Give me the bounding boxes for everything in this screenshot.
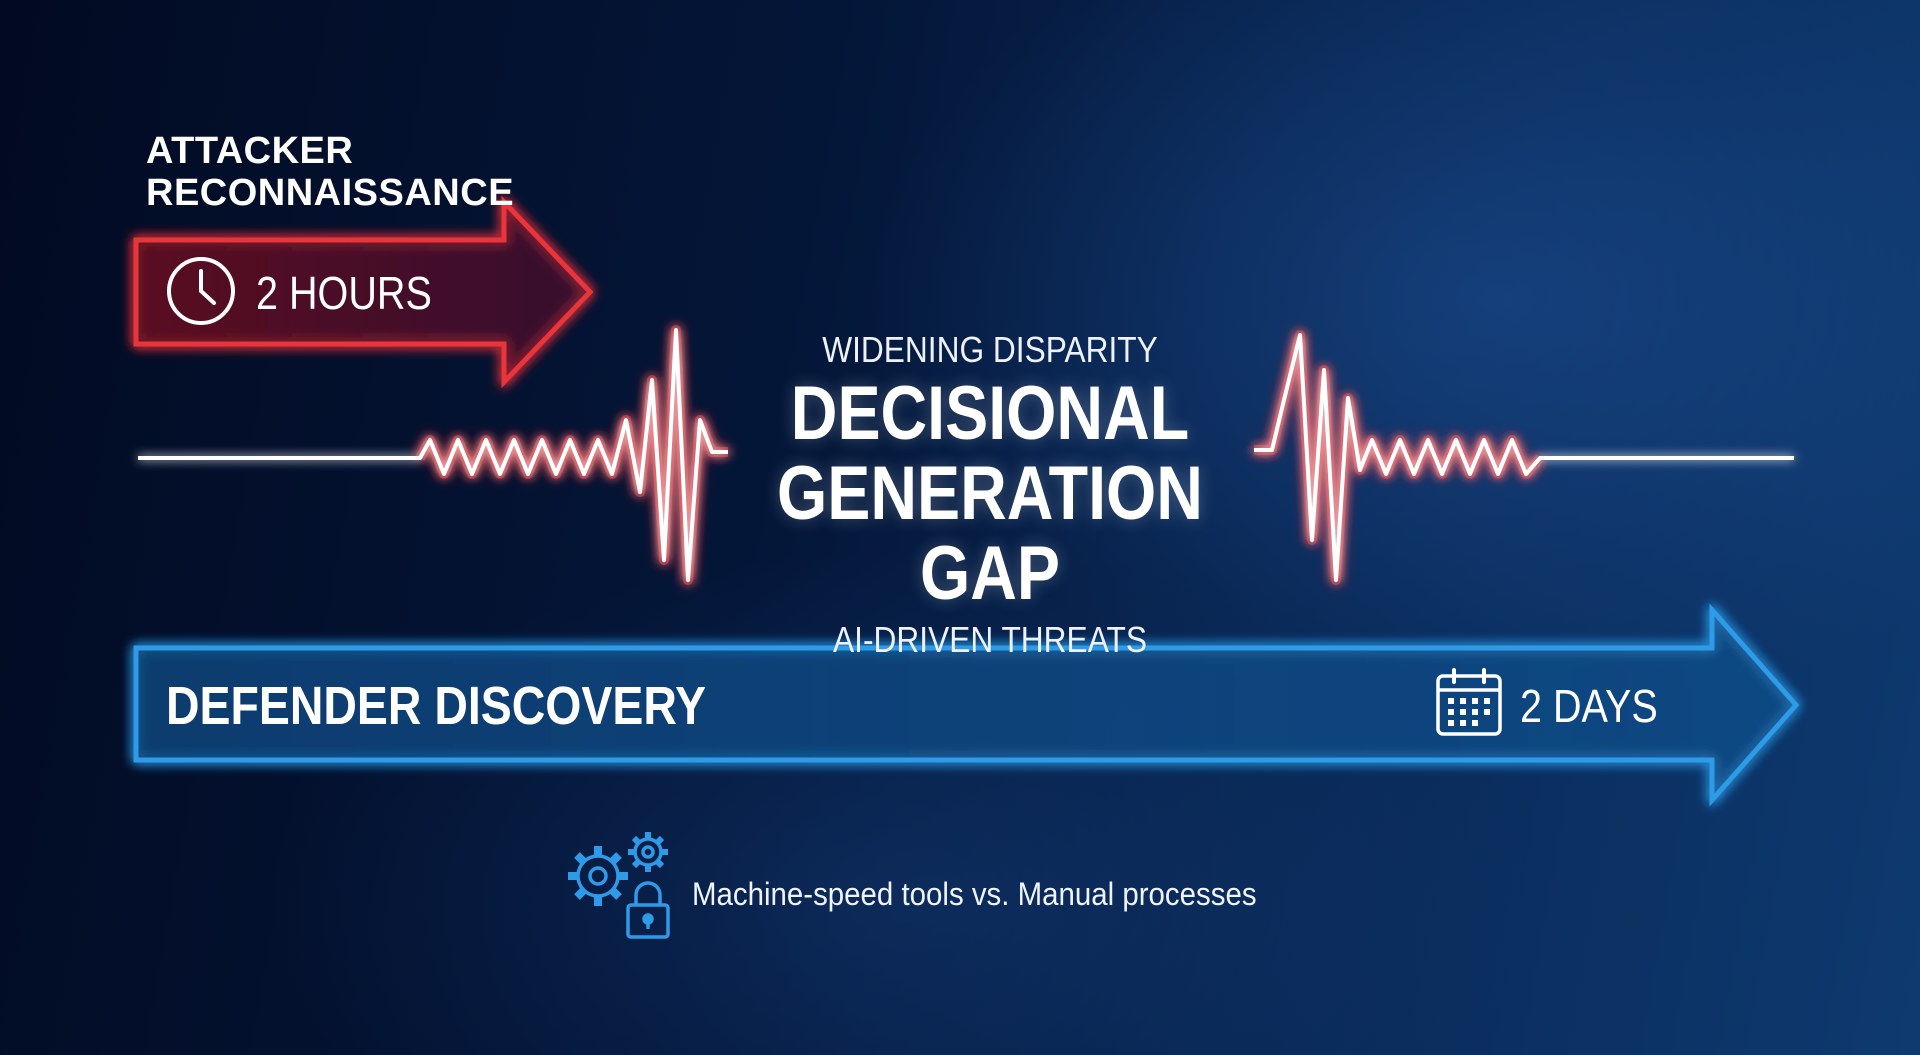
- footnote-text: Machine-speed tools vs. Manual processes: [692, 876, 1257, 912]
- center-title-line1: DECISIONAL: [790, 371, 1190, 456]
- attacker-arrow: [133, 195, 594, 389]
- attacker-label-line1: ATTACKER: [146, 130, 354, 172]
- center-subtitle: WIDENING DISPARITY: [822, 329, 1158, 370]
- attacker-duration: 2 HOURS: [256, 267, 432, 319]
- attacker-label-line2: RECONNAISSANCE: [146, 172, 515, 214]
- lock-icon: [626, 881, 670, 939]
- center-caption: AI-DRIVEN THREATS: [833, 619, 1147, 660]
- defender-arrow: [133, 603, 1800, 807]
- pulse-line-left: [138, 325, 728, 585]
- pulse-line-right: [1254, 330, 1794, 585]
- defender-duration: 2 DAYS: [1520, 680, 1658, 732]
- attacker-label: ATTACKER RECONNAISSANCE: [146, 130, 514, 214]
- clock-icon: [167, 257, 235, 325]
- center-title-line2: GENERATION GAP: [777, 451, 1203, 616]
- defender-label: DEFENDER DISCOVERY: [166, 676, 707, 736]
- gears-icon: [568, 832, 668, 906]
- calendar-icon: [1436, 668, 1502, 736]
- center-title-block: WIDENING DISPARITY DECISIONAL GENERATION…: [660, 330, 1320, 660]
